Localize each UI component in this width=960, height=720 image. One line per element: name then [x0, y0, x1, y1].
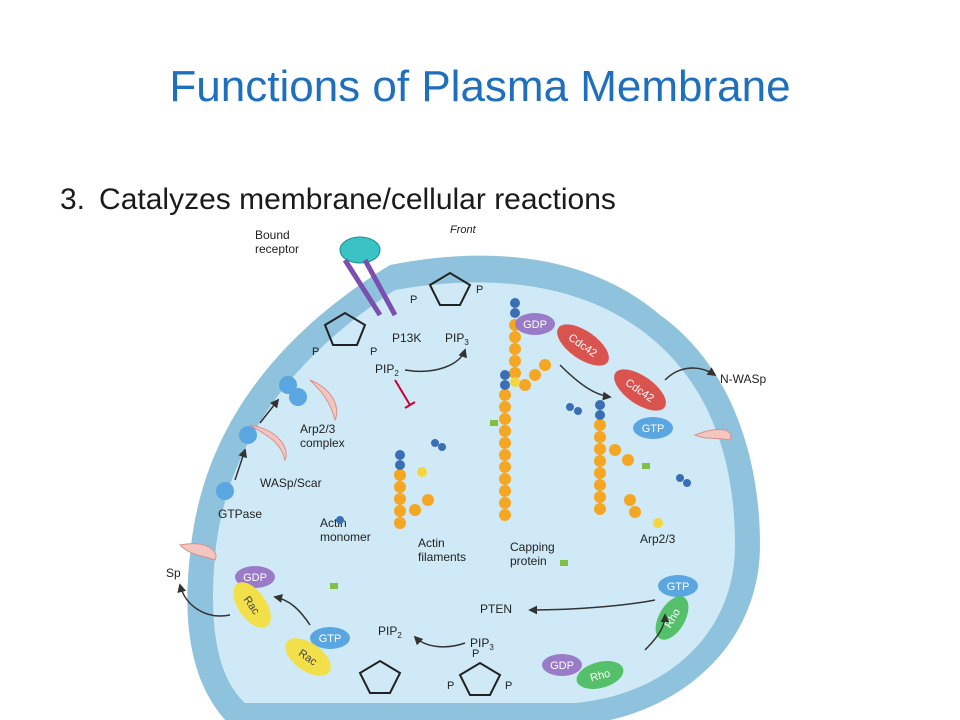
- actin-monomer-group: [417, 377, 663, 528]
- cdc42-protein-icon: [614, 369, 666, 411]
- cycle-arrow: [644, 613, 670, 651]
- label-capping-protein-2: protein: [510, 554, 547, 568]
- label-actin-filaments-2: filaments: [418, 550, 466, 564]
- label-arp23-complex-1: Arp2/3: [300, 422, 336, 436]
- label-arp23-complex-2: complex: [300, 436, 345, 450]
- pip2-top-text: PIP: [375, 362, 394, 376]
- cell-cytoplasm: [213, 282, 735, 703]
- label-p: P: [476, 284, 483, 296]
- arp23-icon: [249, 424, 287, 462]
- cycle-arrow: [273, 594, 311, 626]
- actin-filament-group: [336, 298, 691, 524]
- label-p: P: [447, 680, 454, 692]
- label-p: P: [370, 346, 377, 358]
- gtp-protein-icon: [658, 575, 698, 597]
- gtpase-icon: [289, 388, 307, 406]
- gtp-protein-icon: [633, 417, 673, 439]
- pip2-top-sub: 2: [394, 369, 399, 378]
- actin-signaling-diagram: Bound receptor Front P P P P P13K PIP3 P…: [166, 225, 767, 720]
- ligand-icon: [339, 236, 381, 264]
- pip3-bottom-text: PIP: [470, 636, 489, 650]
- label-p: P: [410, 294, 417, 306]
- label-p: P: [472, 648, 479, 660]
- label-arp23-right: Arp2/3: [640, 532, 676, 546]
- cycle-arrow: [559, 364, 612, 401]
- conversion-arrow: [404, 348, 467, 372]
- label-p: P: [505, 680, 512, 692]
- label-pip3-top: PIP3: [445, 331, 469, 347]
- pip3-top-sub: 3: [464, 338, 469, 347]
- bullet-text: Catalyzes membrane/cellular reactions: [99, 183, 616, 216]
- slide-title: Functions of Plasma Membrane: [169, 62, 791, 111]
- gdp-protein-icon: [515, 313, 555, 335]
- capping-protein-group: [330, 420, 650, 589]
- gtpase-icon: [216, 482, 234, 500]
- pip-headgroup-icon: [428, 271, 472, 306]
- conversion-arrow: [413, 635, 466, 648]
- rac-protein-icon: [285, 638, 331, 676]
- bullet-number: 3.: [60, 183, 86, 216]
- activation-arrow: [664, 367, 717, 381]
- rho-label: Rho: [589, 668, 612, 685]
- label-pip2-top: PIP2: [375, 362, 399, 378]
- cdc42-protein-icon: [557, 324, 609, 366]
- receptor-icon: [342, 258, 398, 317]
- pip-headgroup-icon: [358, 659, 402, 694]
- gtp-label: GTP: [319, 633, 342, 645]
- gtp-label: GTP: [667, 581, 690, 593]
- gdp-label: GDP: [243, 572, 267, 584]
- label-receptor: receptor: [255, 242, 299, 256]
- label-actin-monomer-2: monomer: [320, 530, 371, 544]
- pip2-bottom-sub: 2: [397, 631, 402, 640]
- activation-arrow: [528, 599, 656, 615]
- pip-headgroup-icon: [458, 661, 502, 696]
- gdp-protein-icon: [235, 566, 275, 588]
- label-p13k: P13K: [392, 331, 421, 345]
- pip3-bottom-sub: 3: [489, 643, 494, 652]
- gdp-label: GDP: [550, 660, 574, 672]
- cycle-arrow: [234, 448, 247, 481]
- label-left-cut: Sp: [166, 566, 181, 580]
- pip-headgroup-icon: [323, 311, 367, 346]
- label-pip3-bottom: PIP3: [470, 636, 494, 652]
- label-pten: PTEN: [480, 602, 512, 616]
- label-front: Front: [450, 225, 477, 236]
- bullet-item: 3. Catalyzes membrane/cellular reactions: [60, 183, 616, 217]
- rho-protein-icon: [576, 660, 624, 690]
- label-n-wasp: N-WASp: [720, 372, 767, 386]
- pip3-top-text: PIP: [445, 331, 464, 345]
- label-p: P: [312, 346, 319, 358]
- gdp-label: GDP: [523, 319, 547, 331]
- label-gtpase: GTPase: [218, 507, 262, 521]
- gtp-label: GTP: [642, 423, 665, 435]
- gtpase-icon: [279, 376, 297, 394]
- gdp-protein-icon: [542, 654, 582, 676]
- label-actin-filaments-1: Actin: [418, 536, 445, 550]
- gtpase-icon: [239, 426, 257, 444]
- label-bound: Bound: [255, 228, 290, 242]
- pip2-bottom-text: PIP: [378, 624, 397, 638]
- inhibition-mark: [394, 379, 416, 409]
- gtp-protein-icon: [310, 627, 350, 649]
- rho-protein-icon: [655, 596, 689, 640]
- rac-protein-icon: [233, 582, 271, 628]
- arp23-icon: [309, 379, 338, 422]
- activation-arrow: [177, 583, 231, 617]
- cycle-arrow: [259, 398, 280, 424]
- label-capping-protein-1: Capping: [510, 540, 555, 554]
- label-wasp-scar: WASp/Scar: [260, 476, 322, 490]
- label-pip2-bottom: PIP2: [378, 624, 402, 640]
- actin-filament-group: [394, 319, 641, 529]
- arp23-icon: [693, 429, 732, 441]
- arp23-icon: [178, 543, 217, 561]
